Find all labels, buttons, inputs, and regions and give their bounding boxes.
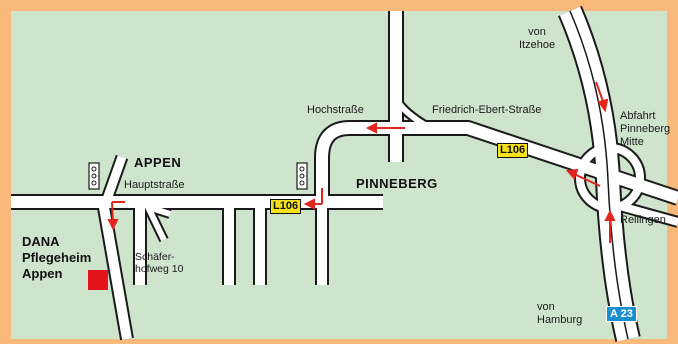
traffic-light-icon — [88, 162, 100, 190]
direction-label-itzehoe: von Itzehoe — [519, 26, 556, 51]
direction-label-hamburg: von Hamburg — [537, 301, 583, 326]
street-label-hochstrasse: Hochstraße — [307, 104, 364, 116]
town-label-appen: APPEN — [134, 155, 182, 170]
motorway-badge-a23: A 23 — [606, 306, 637, 322]
direction-arrow-icon — [107, 81, 616, 243]
direction-label-rellingen: Rellingen — [620, 214, 666, 226]
street-label-schaeferhofweg: Schäfer- hofweg 10 — [135, 251, 184, 275]
destination-label: DANA Pflegeheim Appen — [22, 234, 92, 281]
exit-label-pinneberg-mitte: Abfahrt Pinneberg Mitte — [620, 110, 671, 148]
street-label-hauptstrasse: Hauptstraße — [124, 179, 185, 191]
a23-median — [569, 10, 629, 340]
route-badge-l106: L106 — [497, 143, 529, 158]
traffic-light-icon — [296, 162, 308, 190]
town-label-pinneberg: PINNEBERG — [356, 176, 438, 191]
destination-marker-icon — [88, 270, 108, 290]
street-label-friedrich-ebert: Friedrich-Ebert-Straße — [432, 104, 542, 116]
route-badge-l106: L106 — [270, 199, 302, 214]
